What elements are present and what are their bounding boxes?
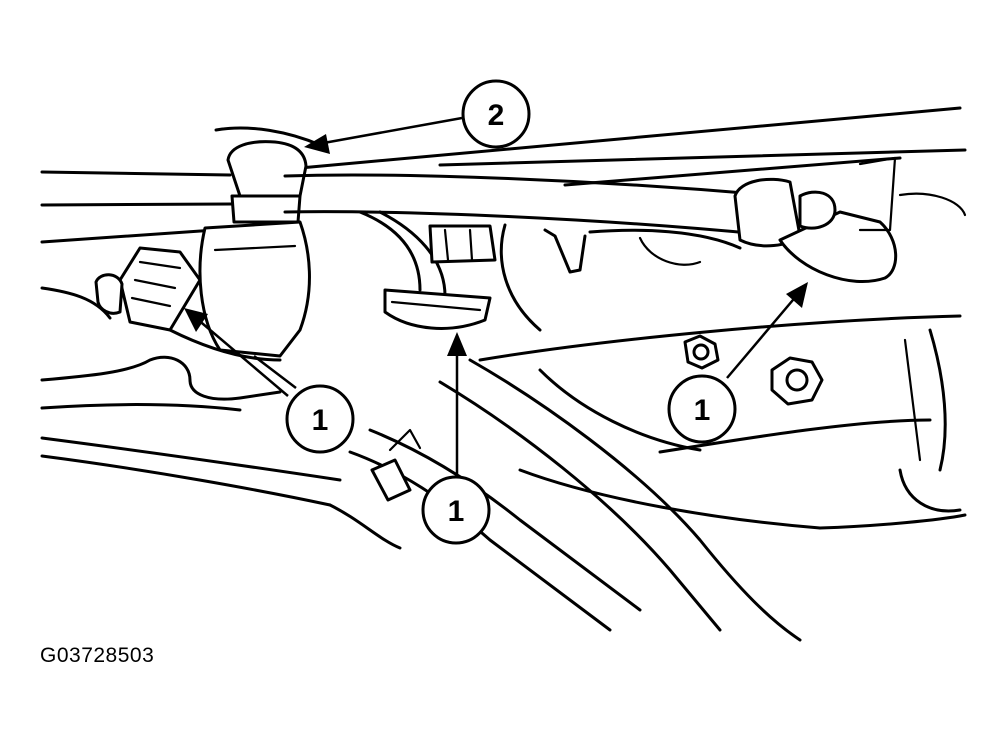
callout-2-label: 2 <box>488 99 505 132</box>
callout-1-right: 1 <box>667 374 737 444</box>
clamp-housing <box>198 140 311 358</box>
callout-1-center: 1 <box>421 475 491 545</box>
bolt-center <box>683 334 720 370</box>
nut-right <box>770 356 824 406</box>
upper-structure <box>40 106 967 244</box>
right-connector <box>733 156 898 283</box>
leaders <box>184 116 808 476</box>
callout-1-right-label: 1 <box>694 394 711 427</box>
callout-1-center-label: 1 <box>448 495 465 528</box>
lower-frame <box>40 355 967 642</box>
callout-1-left: 1 <box>285 384 355 454</box>
callout-2: 2 <box>461 79 531 149</box>
figure-id: G03728503 <box>40 644 155 667</box>
callout-1-left-label: 1 <box>312 404 329 437</box>
vacuum-hose <box>283 173 782 238</box>
center-fitting <box>358 210 497 330</box>
manifold-body <box>478 223 962 513</box>
